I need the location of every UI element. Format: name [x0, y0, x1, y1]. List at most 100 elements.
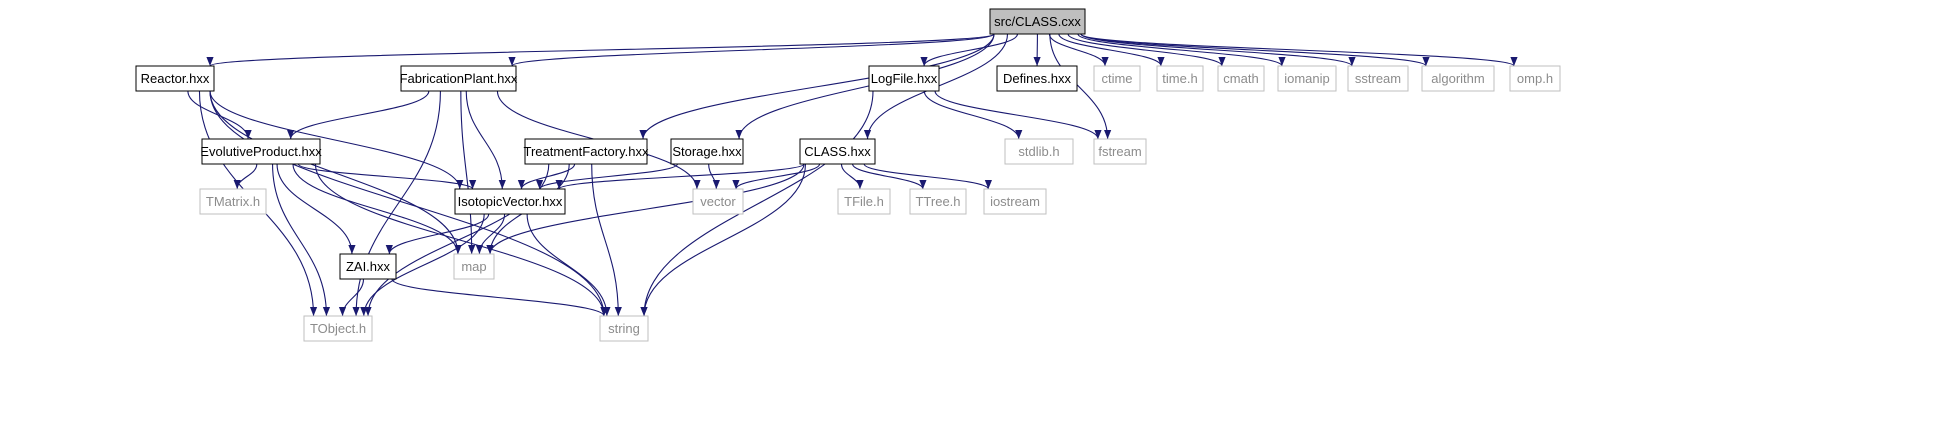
edge-class-to-tfile: [840, 163, 864, 190]
node-logfile[interactable]: LogFile.hxx: [868, 65, 940, 92]
node-label-vector: vector: [700, 194, 736, 209]
node-label-ctime: ctime: [1101, 71, 1132, 86]
edge-isotopic-to-map: [475, 213, 506, 255]
edge-root-to-fstream: [1049, 33, 1112, 140]
node-stdlib: stdlib.h: [1004, 138, 1074, 165]
edge-isotopic-to-string: [526, 213, 611, 317]
node-tobject: TObject.h: [303, 315, 373, 342]
edge-evolutive-to-zai: [276, 163, 356, 255]
edge-root-to-ctime: [1048, 33, 1109, 67]
node-zai[interactable]: ZAI.hxx: [339, 253, 397, 280]
edge-fabrication-to-isotopic: [465, 90, 506, 190]
node-label-isotopic: IsotopicVector.hxx: [458, 194, 563, 209]
node-ctime: ctime: [1093, 65, 1141, 92]
edge-class-to-string: [640, 163, 807, 317]
node-label-omp: omp.h: [1517, 71, 1553, 86]
node-defines[interactable]: Defines.hxx: [996, 65, 1078, 92]
node-label-cmath: cmath: [1223, 71, 1258, 86]
edge-reactor-to-isotopic: [209, 90, 464, 190]
edge-root-to-omp: [1080, 33, 1518, 67]
node-label-map: map: [461, 259, 486, 274]
node-label-storage: Storage.hxx: [672, 144, 742, 159]
edge-evolutive-to-string: [314, 163, 608, 317]
edge-treatment-to-isotopic: [517, 163, 576, 190]
node-algorithm: algorithm: [1421, 65, 1495, 92]
node-timeh: time.h: [1156, 65, 1204, 92]
node-label-evolutive: EvolutiveProduct.hxx: [200, 144, 322, 159]
edge-fabrication-to-tobject: [352, 90, 441, 317]
node-label-timeh: time.h: [1162, 71, 1197, 86]
edge-treatment-to-string: [591, 163, 622, 317]
node-label-fabrication: FabricationPlant.hxx: [400, 71, 518, 86]
edge-root-to-iomanip: [1077, 33, 1286, 67]
edge-root-to-reactor: [206, 33, 995, 67]
node-label-iostream: iostream: [990, 194, 1040, 209]
edge-logfile-to-fstream: [934, 90, 1102, 140]
node-label-string: string: [608, 321, 640, 336]
edge-root-to-logfile: [920, 33, 1019, 67]
edge-evolutive-to-isotopic: [297, 163, 477, 190]
node-string: string: [599, 315, 649, 342]
node-map: map: [453, 253, 495, 280]
edge-evolutive-to-tmatrix: [233, 163, 258, 190]
edge-root-to-algorithm: [1080, 33, 1430, 67]
edge-class-to-isotopic: [555, 163, 805, 190]
edge-fabrication-to-map: [460, 90, 476, 255]
edge-isotopic-to-tobject: [360, 213, 485, 317]
node-fabrication[interactable]: FabricationPlant.hxx: [400, 65, 518, 92]
edge-root-to-timeh: [1058, 33, 1165, 67]
edge-class-to-ttree: [852, 163, 927, 190]
node-sstream: sstream: [1347, 65, 1409, 92]
edge-root-to-fabrication: [508, 33, 995, 67]
node-label-logfile: LogFile.hxx: [871, 71, 938, 86]
edge-isotopic-to-zai: [385, 213, 490, 255]
node-label-iomanip: iomanip: [1284, 71, 1330, 86]
node-label-ttree: TTree.h: [915, 194, 960, 209]
edge-reactor-to-string: [209, 90, 608, 317]
node-root[interactable]: src/CLASS.cxx: [989, 8, 1086, 35]
node-tmatrix: TMatrix.h: [199, 188, 267, 215]
node-cmath: cmath: [1217, 65, 1265, 92]
node-evolutive[interactable]: EvolutiveProduct.hxx: [200, 138, 322, 165]
file-nodes: src/CLASS.cxx Reactor.hxx FabricationPla…: [135, 8, 1561, 342]
node-label-reactor: Reactor.hxx: [141, 71, 210, 86]
node-label-tobject: TObject.h: [310, 321, 366, 336]
node-iomanip: iomanip: [1277, 65, 1337, 92]
node-storage[interactable]: Storage.hxx: [670, 138, 744, 165]
node-label-tmatrix: TMatrix.h: [206, 194, 260, 209]
node-label-treatment: TreatmentFactory.hxx: [524, 144, 649, 159]
edge-class-to-iostream: [863, 163, 992, 190]
edge-fabrication-to-evolutive: [287, 90, 430, 140]
node-label-defines: Defines.hxx: [1003, 71, 1071, 86]
node-label-tfile: TFile.h: [844, 194, 884, 209]
node-iostream: iostream: [983, 188, 1047, 215]
node-ttree: TTree.h: [909, 188, 967, 215]
node-label-class: CLASS.hxx: [804, 144, 871, 159]
node-isotopic[interactable]: IsotopicVector.hxx: [454, 188, 566, 215]
edge-storage-to-isotopic: [536, 163, 678, 190]
node-reactor[interactable]: Reactor.hxx: [135, 65, 215, 92]
node-label-root: src/CLASS.cxx: [994, 14, 1081, 29]
node-omp: omp.h: [1509, 65, 1561, 92]
edge-root-to-cmath: [1067, 33, 1226, 67]
edge-root-to-sstream: [1080, 33, 1356, 67]
node-tfile: TFile.h: [837, 188, 891, 215]
node-class[interactable]: CLASS.hxx: [799, 138, 876, 165]
node-label-fstream: fstream: [1098, 144, 1141, 159]
edge-logfile-to-stdlib: [923, 90, 1023, 140]
edge-root-to-storage: [735, 33, 995, 140]
node-label-sstream: sstream: [1355, 71, 1401, 86]
edge-class-to-vector: [732, 163, 821, 190]
edge-root-to-treatment: [639, 33, 995, 140]
node-label-algorithm: algorithm: [1431, 71, 1484, 86]
edge-zai-to-tobject: [338, 278, 365, 317]
node-label-zai: ZAI.hxx: [346, 259, 391, 274]
edge-class-to-map: [486, 163, 805, 255]
node-fstream: fstream: [1093, 138, 1147, 165]
edge-zai-to-string: [391, 278, 608, 317]
edge-logfile-to-string: [640, 90, 874, 317]
node-vector: vector: [692, 188, 744, 215]
edge-storage-to-vector: [708, 163, 720, 190]
node-treatment[interactable]: TreatmentFactory.hxx: [524, 138, 649, 165]
